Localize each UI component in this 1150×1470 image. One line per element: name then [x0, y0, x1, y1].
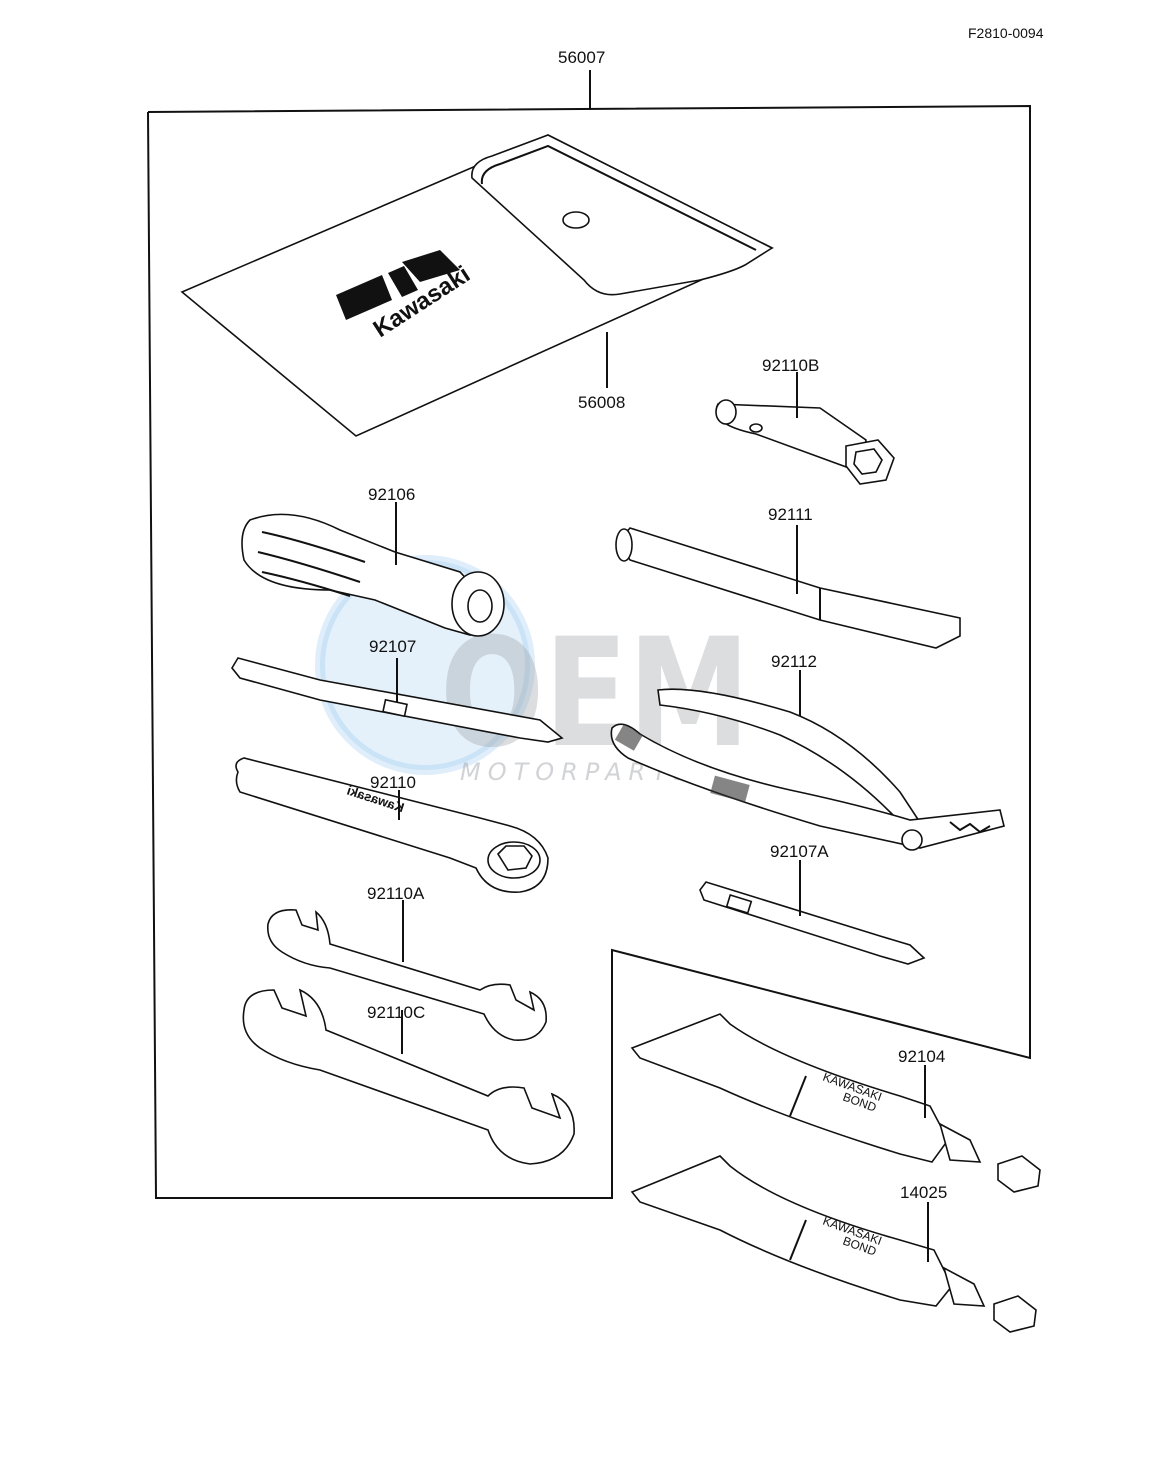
- label-92111: 92111: [768, 505, 813, 524]
- box-wrench-92110: Kawasaki 92110: [235, 757, 549, 893]
- label-56008: 56008: [578, 393, 625, 412]
- extension-bar-92111: 92111: [615, 505, 961, 649]
- label-92107: 92107: [369, 637, 416, 656]
- label-92110B: 92110B: [762, 356, 819, 375]
- label-14025: 14025: [900, 1183, 947, 1202]
- screwdriver-flat-92107: 92107: [231, 637, 564, 743]
- bond-tube-14025: KAWASAKI BOND 14025: [630, 1155, 1037, 1333]
- label-92104: 92104: [898, 1047, 945, 1066]
- label-56007: 56007: [558, 48, 605, 67]
- label-92106: 92106: [368, 485, 415, 504]
- screwdriver-phillips-92107A: 92107A: [699, 842, 926, 965]
- kit-outline: [147, 104, 1031, 1199]
- wrench-open-92110A: 92110A: [266, 884, 547, 1041]
- figure-id: F2810-0094: [968, 25, 1044, 41]
- plug-wrench-92110B: 92110B: [715, 356, 895, 485]
- tool-bag-56008: Kawasaki 56008: [180, 134, 774, 437]
- bond-tube-92104: KAWASAKI BOND 92104: [630, 1013, 1041, 1193]
- screwdriver-handle-92106: 92106: [241, 485, 505, 637]
- label-92110C: 92110C: [367, 1003, 425, 1022]
- label-92110: 92110: [370, 773, 416, 792]
- label-92110A: 92110A: [367, 884, 425, 903]
- label-92112: 92112: [771, 652, 817, 671]
- pliers-92112: 92112: [610, 652, 1005, 851]
- wrench-open-92110C: 92110C: [242, 988, 575, 1165]
- label-92107A: 92107A: [770, 842, 829, 861]
